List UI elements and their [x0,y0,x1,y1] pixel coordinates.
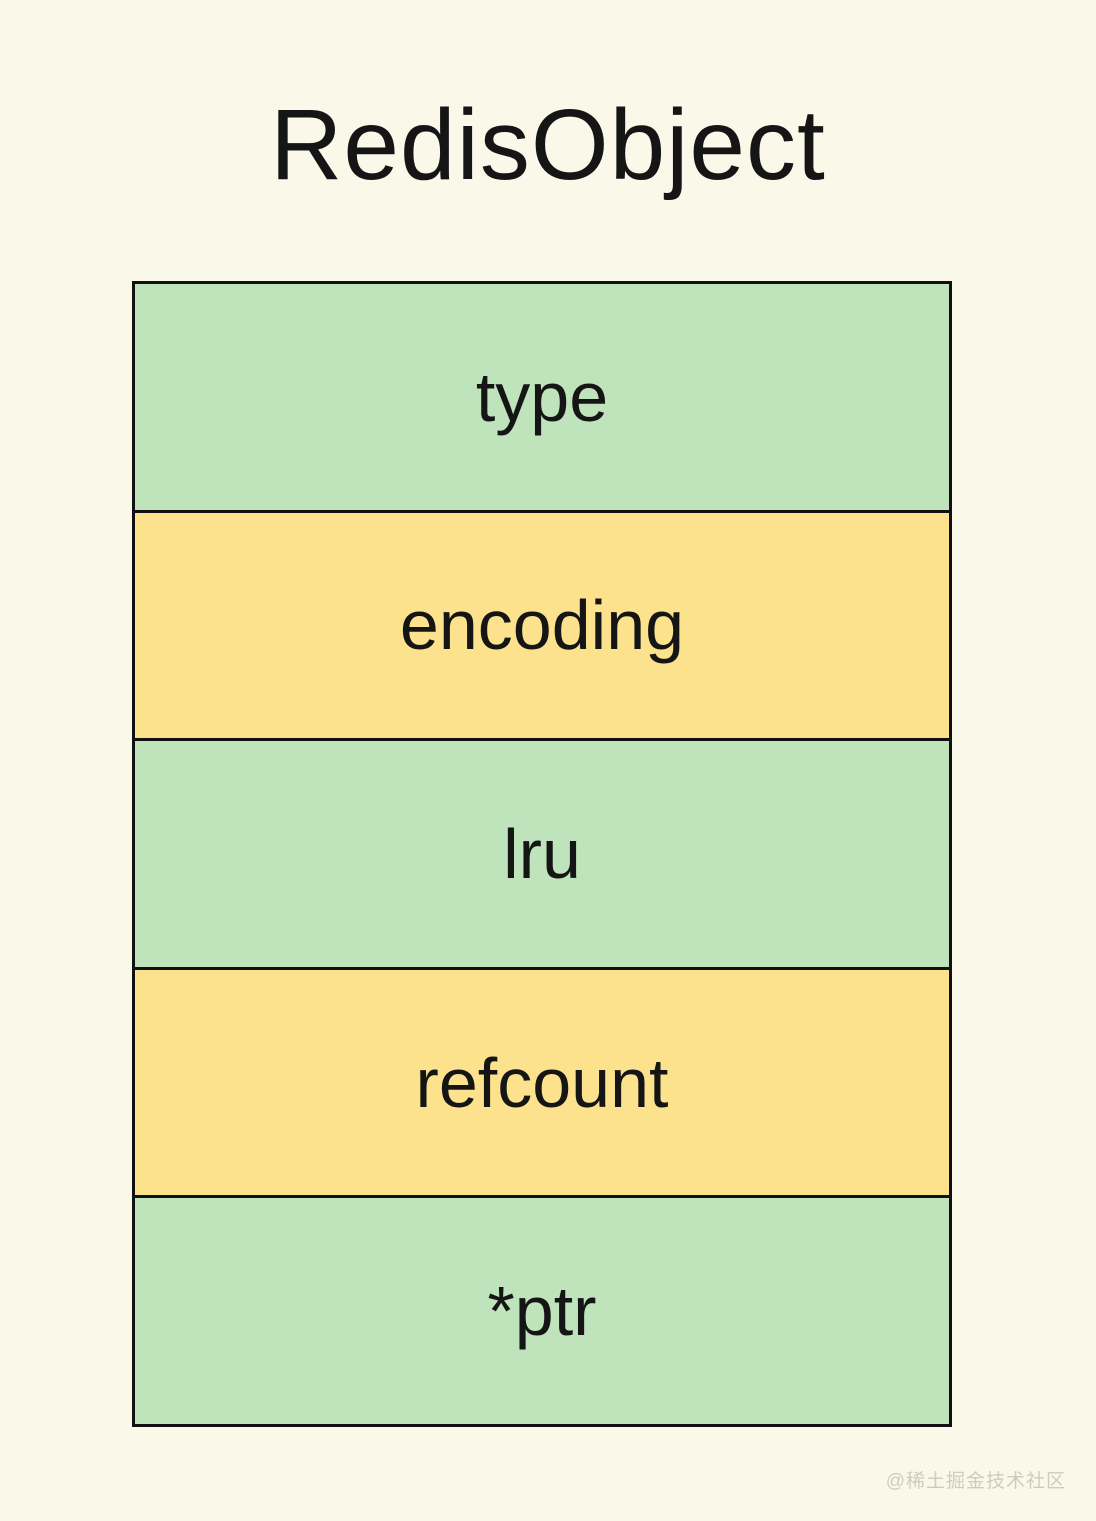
redisobject-struct: type encoding lru refcount *ptr [132,281,952,1427]
struct-field-ptr: *ptr [135,1198,949,1424]
field-label-refcount: refcount [415,1043,669,1122]
field-label-type: type [475,357,609,436]
field-label-ptr: *ptr [487,1272,597,1351]
field-label-encoding: encoding [399,586,685,665]
field-label-lru: lru [503,814,581,893]
watermark: @稀土掘金技术社区 [885,1471,1066,1492]
struct-field-type: type [135,284,949,513]
struct-field-refcount: refcount [135,969,949,1199]
struct-field-encoding: encoding [135,512,949,742]
diagram-title: RedisObject [270,89,826,201]
struct-field-lru: lru [135,741,949,970]
